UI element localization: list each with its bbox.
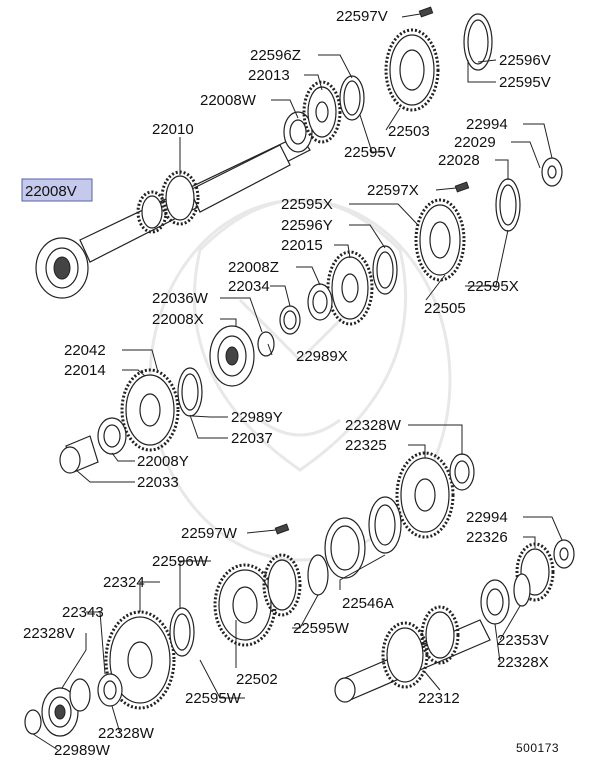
label[interactable]: 22014 bbox=[64, 362, 106, 379]
input-shaft-assembly bbox=[35, 6, 493, 299]
label[interactable]: 22546A bbox=[342, 595, 394, 612]
sync-ring-22015[interactable] bbox=[326, 250, 374, 326]
synchronizer-22505[interactable] bbox=[414, 198, 466, 282]
ring-22596y[interactable] bbox=[372, 245, 398, 295]
label[interactable]: 22353V bbox=[497, 632, 549, 649]
label[interactable]: 22015 bbox=[281, 237, 323, 254]
label[interactable]: 22597W bbox=[181, 525, 238, 542]
bearing-22008y[interactable] bbox=[97, 417, 127, 455]
snap-ring-22034[interactable] bbox=[279, 305, 301, 335]
bearing-22328v[interactable] bbox=[41, 687, 79, 737]
countershaft-lower-cluster bbox=[274, 451, 575, 602]
ring-22596w[interactable] bbox=[169, 607, 195, 657]
nut-22994-lower[interactable] bbox=[553, 539, 575, 569]
label[interactable]: 22328W bbox=[98, 725, 155, 742]
label[interactable]: 22994 bbox=[466, 116, 508, 133]
bearing-22008v[interactable] bbox=[35, 237, 89, 299]
label[interactable]: 22596Z bbox=[250, 47, 301, 64]
label[interactable]: 22029 bbox=[454, 134, 496, 151]
label[interactable]: 22596V bbox=[499, 52, 551, 69]
collar-22343[interactable] bbox=[69, 678, 91, 712]
synchronizer-22503[interactable] bbox=[384, 28, 440, 112]
collar-22033[interactable] bbox=[59, 435, 99, 474]
gear-22013[interactable] bbox=[302, 80, 342, 144]
label[interactable]: 22989W bbox=[54, 742, 111, 759]
label[interactable]: 22343 bbox=[62, 604, 104, 621]
gear-22010[interactable] bbox=[160, 170, 200, 226]
label[interactable]: 22502 bbox=[236, 671, 278, 688]
label[interactable]: 22989X bbox=[296, 348, 348, 365]
part-labels: 22008V 22597V 22596Z 22596V 22013 22595V… bbox=[23, 8, 559, 759]
label[interactable]: 22312 bbox=[418, 690, 460, 707]
key-22597v[interactable] bbox=[418, 6, 434, 18]
mainshaft-lower-cluster bbox=[24, 553, 329, 737]
label[interactable]: 22595W bbox=[293, 620, 350, 637]
label[interactable]: 22994 bbox=[466, 509, 508, 526]
label[interactable]: 22595W bbox=[185, 690, 242, 707]
label[interactable]: 22597V bbox=[336, 8, 388, 25]
ring-22546a-2[interactable] bbox=[368, 496, 402, 554]
ring-22595w[interactable] bbox=[307, 554, 329, 596]
label[interactable]: 22008W bbox=[200, 92, 257, 109]
label[interactable]: 22596W bbox=[152, 553, 209, 570]
label[interactable]: 22042 bbox=[64, 342, 106, 359]
label[interactable]: 22028 bbox=[438, 152, 480, 169]
label-22008v-selected[interactable]: 22008V bbox=[25, 183, 77, 200]
label[interactable]: 22595X bbox=[467, 278, 519, 295]
bearing-22008w[interactable] bbox=[283, 111, 313, 153]
label[interactable]: 22008Z bbox=[228, 259, 279, 276]
label[interactable]: 22328V bbox=[23, 625, 75, 642]
label[interactable]: 22597X bbox=[367, 182, 419, 199]
ring-22989x[interactable] bbox=[257, 331, 275, 357]
label[interactable]: 22595V bbox=[499, 74, 551, 91]
label[interactable]: 22328X bbox=[497, 654, 549, 671]
key-22597w[interactable] bbox=[274, 523, 290, 535]
label[interactable]: 22008X bbox=[152, 311, 204, 328]
nut-22994-upper[interactable] bbox=[541, 157, 563, 187]
label[interactable]: 22989Y bbox=[231, 409, 283, 426]
ring-22596z[interactable] bbox=[339, 75, 365, 121]
label[interactable]: 22596Y bbox=[281, 217, 333, 234]
label[interactable]: 22328W bbox=[345, 417, 402, 434]
snap-ring-22989w[interactable] bbox=[24, 709, 42, 735]
label[interactable]: 22503 bbox=[388, 123, 430, 140]
label[interactable]: 22008Y bbox=[137, 453, 189, 470]
bearing-22328w-lower[interactable] bbox=[97, 673, 123, 707]
bearing-22036w[interactable] bbox=[209, 325, 255, 387]
leader-lines bbox=[32, 13, 563, 751]
key-22597x[interactable] bbox=[454, 181, 470, 193]
label[interactable]: 22505 bbox=[424, 300, 466, 317]
label[interactable]: 22037 bbox=[231, 430, 273, 447]
bearing-22328w-upper[interactable] bbox=[449, 453, 475, 491]
countershaft-22312[interactable] bbox=[334, 605, 491, 703]
label[interactable]: 22010 bbox=[152, 121, 194, 138]
label[interactable]: 22326 bbox=[466, 529, 508, 546]
label[interactable]: 22595V bbox=[344, 144, 396, 161]
ring-22037[interactable] bbox=[177, 367, 203, 417]
hub-22502[interactable] bbox=[262, 553, 302, 617]
ring-22595x[interactable] bbox=[495, 178, 521, 232]
label[interactable]: 22324 bbox=[103, 574, 145, 591]
label[interactable]: 22036W bbox=[152, 290, 209, 307]
figure-code: 500173 bbox=[516, 741, 559, 755]
countershaft-upper-cluster bbox=[279, 157, 563, 335]
gear-small-22010[interactable] bbox=[136, 190, 168, 234]
label[interactable]: 22325 bbox=[345, 437, 387, 454]
bearing-22328x[interactable] bbox=[480, 579, 510, 625]
label[interactable]: 22595X bbox=[281, 196, 333, 213]
mainshaft-middle-cluster bbox=[59, 325, 275, 474]
ring-22353v[interactable] bbox=[513, 573, 531, 607]
label[interactable]: 22034 bbox=[228, 278, 270, 295]
gear-22325[interactable] bbox=[395, 451, 455, 539]
label[interactable]: 22013 bbox=[248, 67, 290, 84]
selected-label-highlight bbox=[21, 178, 93, 202]
gear-22324[interactable] bbox=[104, 610, 176, 710]
bearing-22008z[interactable] bbox=[307, 283, 333, 321]
label[interactable]: 22033 bbox=[137, 474, 179, 491]
gear-22014[interactable] bbox=[120, 368, 180, 452]
ring-22596v[interactable] bbox=[463, 13, 493, 71]
sync-22546a[interactable] bbox=[324, 517, 366, 579]
